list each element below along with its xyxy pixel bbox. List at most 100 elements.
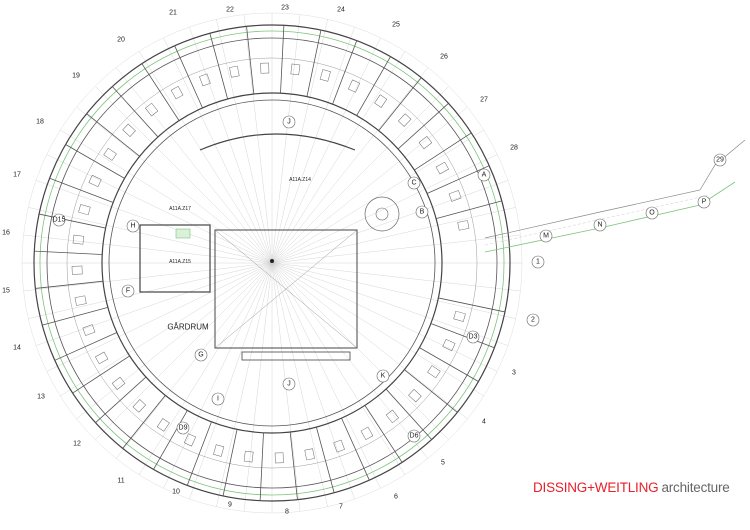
grid-letter-bubble: P: [697, 195, 711, 209]
grid-number-bubble: 29: [713, 153, 727, 167]
bathroom-pod: [304, 448, 315, 461]
bathroom-pod: [132, 399, 147, 413]
grid-number-bubble: 23: [281, 5, 289, 12]
grid-number-bubble: 5: [441, 460, 445, 467]
grid-bubble-label: 17: [13, 172, 21, 179]
radial-gridline: [138, 51, 273, 264]
room-wall: [356, 56, 391, 116]
ring-wall: [39, 30, 505, 496]
grid-number-bubble: 15: [2, 288, 10, 295]
grid-number-bubble: 13: [37, 394, 45, 401]
ring-wall: [101, 92, 443, 434]
grid-bubble-label: 21: [169, 10, 177, 17]
radial-gridline: [23, 234, 273, 264]
grid-bubble-label: D9: [179, 425, 188, 432]
grid-bubble-label: 22: [226, 7, 234, 14]
grid-number-bubble: 19: [72, 73, 80, 80]
grid-number-bubble: 10: [172, 489, 180, 496]
grid-bubble-label: 7: [339, 504, 343, 511]
bathroom-pod: [347, 79, 361, 93]
bathroom-pod: [95, 351, 109, 365]
grid-bubble-label: 3: [512, 370, 516, 377]
bathroom-pod: [88, 174, 102, 188]
radial-gridline: [138, 262, 273, 475]
grid-bubble-label: 20: [117, 37, 125, 44]
ring-wall: [46, 37, 498, 489]
grid-letter-bubble: D3: [466, 330, 480, 344]
grid-bubble-label: 1: [536, 259, 540, 266]
room-wall: [95, 376, 147, 423]
room-wall: [280, 25, 285, 94]
radial-gridline: [271, 262, 521, 292]
radial-gridline: [271, 262, 406, 475]
radial-gridline: [46, 262, 273, 372]
bathroom-pod: [442, 338, 456, 352]
bathroom-pod: [448, 190, 462, 202]
grid-bubble-label: 23: [281, 5, 289, 12]
grid-letter-bubble: A: [477, 168, 491, 182]
radial-gridline: [163, 262, 273, 489]
grid-number-bubble: 17: [13, 172, 21, 179]
room-wall: [35, 280, 104, 289]
radial-gridline: [271, 19, 328, 264]
logo-brand: DISSING+WEITLING: [533, 480, 659, 495]
radial-gridline: [189, 26, 273, 264]
grid-number-bubble: 9: [228, 502, 232, 509]
radial-gridline: [35, 180, 273, 264]
grid-bubble-label: 12: [73, 441, 81, 448]
grid-number-bubble: 27: [480, 97, 488, 104]
grid-bubble-label: B: [420, 209, 425, 216]
grid-number-bubble: 26: [440, 54, 448, 61]
radial-gridline: [243, 14, 273, 264]
bathroom-pod: [418, 136, 433, 150]
radial-gridline: [189, 262, 273, 500]
grid-bubble-label: P: [702, 199, 707, 206]
ring-wall: [33, 24, 511, 502]
grid-number-bubble: 7: [339, 504, 343, 511]
bathroom-pod: [360, 426, 374, 440]
grid-bubble-label: D15: [53, 217, 66, 224]
radial-gridline: [28, 262, 273, 319]
radial-gridline: [216, 19, 273, 264]
grid-letter-bubble: I: [211, 392, 225, 406]
grid-bubble-label: 28: [510, 145, 518, 152]
grid-bubble-label: D6: [410, 433, 419, 440]
grid-bubble-label: O: [649, 210, 655, 217]
grid-number-bubble: 14: [13, 345, 21, 352]
grid-bubble-label: 14: [13, 345, 21, 352]
radial-gridline: [60, 129, 273, 264]
radial-gridline: [76, 106, 273, 264]
radial-gridline: [271, 234, 521, 264]
zone-label: A11A.Z17: [169, 206, 191, 212]
grid-number-bubble: 4: [482, 419, 486, 426]
radial-gridline: [115, 262, 273, 459]
room-wall: [174, 45, 203, 109]
bathroom-pod: [319, 69, 331, 82]
grid-bubble-label: I: [217, 396, 219, 403]
grid-bubble-label: G: [198, 352, 203, 359]
bathroom-pod: [457, 220, 470, 231]
radial-gridline: [163, 37, 273, 264]
bathroom-pod: [71, 265, 83, 275]
grid-bubble-circle: [713, 153, 727, 167]
grid-bubble-label: D3: [469, 334, 478, 341]
access-bridge: [484, 139, 746, 253]
room-wall: [141, 63, 180, 121]
bathroom-pod: [374, 94, 388, 108]
grid-letter-bubble: F: [121, 284, 135, 298]
grid-bubble-circle: [477, 168, 491, 182]
grid-bubble-label: C: [411, 180, 416, 187]
radial-gridline: [76, 262, 273, 420]
bathroom-pod: [111, 376, 126, 390]
grid-bubble-circle: [282, 377, 296, 391]
building-rings: [21, 12, 523, 514]
grid-bubble-label: H: [130, 223, 135, 230]
bathroom-pod: [74, 295, 87, 306]
room-wall: [306, 30, 322, 97]
room-wall: [246, 26, 255, 95]
bathroom-pod: [229, 65, 240, 78]
room-wall: [397, 103, 449, 150]
grid-bubble-label: 4: [482, 419, 486, 426]
grid-bubble-label: 8: [285, 509, 289, 516]
